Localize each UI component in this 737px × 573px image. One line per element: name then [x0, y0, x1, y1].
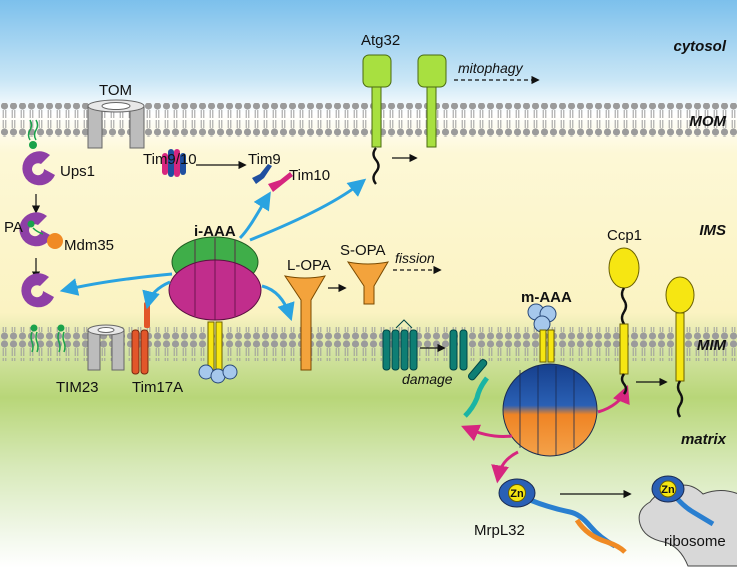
mrpl32-protein: [498, 478, 627, 554]
l-opa-protein: [283, 275, 326, 371]
label-tom: TOM: [99, 82, 132, 99]
tim23-channel: [87, 324, 125, 371]
ups1-protein-icon: [22, 151, 56, 186]
ccp1-protein: [608, 247, 695, 418]
arrow-iaaa-tim: [238, 191, 271, 240]
label-mitophagy: mitophagy: [458, 60, 524, 76]
label-ims: IMS: [699, 222, 726, 239]
tim9-10-complex: [162, 149, 186, 177]
label-s-opa: S-OPA: [340, 242, 386, 259]
label-tim9: Tim9: [248, 151, 281, 168]
atg32-protein: [362, 54, 447, 185]
arrow-iaaa-ups1: [59, 272, 173, 296]
arrow-maaa-mrpl32: [491, 450, 519, 484]
label-tim17a: Tim17A: [132, 379, 183, 396]
label-ups1: Ups1: [60, 163, 95, 180]
arrow-iaaa-atg32: [249, 178, 367, 242]
label-ribosome: ribosome: [664, 533, 726, 550]
i-aaa-protease: [168, 236, 262, 384]
label-mom: MOM: [689, 113, 726, 130]
tim9-icon: [252, 164, 272, 184]
label-l-opa: L-OPA: [287, 257, 331, 274]
label-tim10: Tim10: [289, 167, 330, 184]
tom-channel: [87, 99, 145, 149]
label-mdm35: Mdm35: [64, 237, 114, 254]
label-zn-1: Zn: [510, 488, 524, 500]
damaged-protein: [449, 329, 489, 418]
label-mrpl32: MrpL32: [474, 522, 525, 539]
label-mim: MIM: [697, 337, 727, 354]
tim10-icon: [268, 172, 293, 192]
label-cytosol: cytosol: [673, 38, 726, 55]
multipass-protein: [382, 319, 418, 371]
arrow-maaa-damage: [461, 424, 513, 442]
mim-lipids-icon: [30, 324, 66, 353]
ups1-mdm35-complex: [19, 212, 63, 249]
s-opa-protein: [346, 261, 389, 305]
label-damage: damage: [402, 371, 453, 387]
label-m-aaa: m-AAA: [521, 289, 572, 306]
ribosome-icon: [638, 475, 737, 567]
ups1-released-icon: [21, 273, 55, 308]
label-ccp1: Ccp1: [607, 227, 642, 244]
label-i-aaa: i-AAA: [194, 223, 236, 240]
pa-lipid-icon: [27, 119, 39, 149]
label-atg32: Atg32: [361, 32, 400, 49]
arrow-iaaa-lopa: [261, 284, 295, 322]
label-tim9-10: Tim9/10: [143, 151, 197, 168]
m-aaa-protease: [502, 303, 598, 457]
label-zn-2: Zn: [661, 484, 675, 496]
label-matrix: matrix: [681, 431, 727, 448]
label-tim23: TIM23: [56, 379, 99, 396]
label-fission: fission: [395, 250, 435, 266]
arrow-iaaa-tim17a: [142, 280, 171, 310]
label-pa: PA: [4, 219, 23, 236]
